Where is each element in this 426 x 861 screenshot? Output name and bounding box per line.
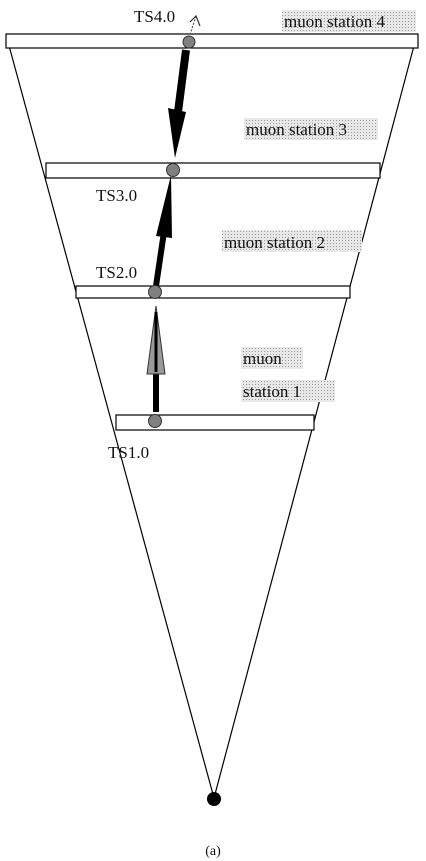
station-bar-2 [75,285,351,299]
station-dot-2 [148,285,162,299]
station-bar-1 [115,414,315,431]
station-label-3: muon station 3 [246,120,347,139]
station-label-1-line2: station 1 [243,382,301,401]
segment-arrow-4-to-3 [168,49,190,158]
station-dot-1 [148,414,162,428]
station-label-bg-4 [282,10,416,32]
ts-label-4: TS4.0 [134,7,175,26]
station-label-2: muon station 2 [224,233,325,252]
station-bar-4 [5,33,419,49]
ts-label-3: TS3.0 [96,186,137,205]
station-label-bg-3 [244,118,378,140]
vertex-dot [207,792,221,806]
outgoing-arrow-tip [188,14,201,39]
station-label-bg-1b [241,380,335,402]
station-label-4: muon station 4 [284,12,386,31]
ts-label-1: TS1.0 [108,443,149,462]
segment-arrow-2-to-3 [153,175,172,287]
station-dot-4 [182,35,196,49]
station-label-1-line1: muon [243,349,282,368]
station-label-bg-2 [222,230,362,252]
figure-caption: (a) [205,844,221,859]
segment-arrow-1-to-2 [146,305,166,412]
station-dot-3 [166,163,180,177]
cone-left-edge [7,41,215,799]
station-label-bg-1a [241,347,303,369]
ts-label-2: TS2.0 [96,263,137,282]
station-bar-3 [45,162,381,179]
